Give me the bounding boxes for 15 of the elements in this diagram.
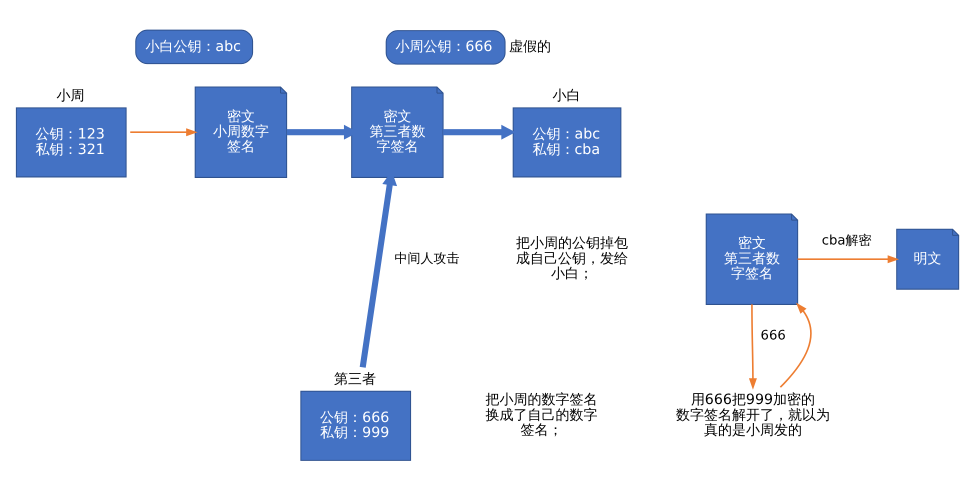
node-text: 用666把999加密的数字签名解开了，就以为真的是小周发的 bbox=[676, 392, 830, 438]
node-label: 小白 bbox=[552, 87, 580, 104]
arrow bbox=[443, 124, 516, 140]
label: 把小周的公钥掉包成自己公钥，发给小白； bbox=[516, 235, 628, 282]
node-label: 虚假的 bbox=[509, 38, 552, 55]
edge-label: cba解密 bbox=[822, 232, 872, 248]
node-label: 小周 bbox=[56, 87, 85, 104]
arrow bbox=[130, 128, 198, 136]
node-label: 第三者 bbox=[334, 370, 376, 387]
edge-label: 中间人攻击 bbox=[394, 251, 460, 266]
label: 把小周的数字签名换成了自己的数字签名； bbox=[486, 392, 598, 438]
arrow bbox=[748, 304, 757, 390]
arrow bbox=[798, 254, 900, 263]
edge-label: 666 bbox=[760, 328, 786, 343]
arrow bbox=[780, 302, 812, 388]
